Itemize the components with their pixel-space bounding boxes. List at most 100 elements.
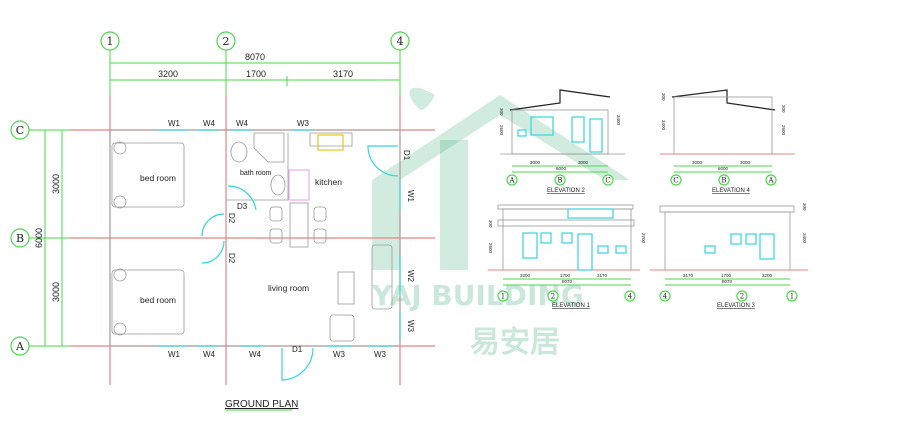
- label-bottom-w3-b: W3: [374, 350, 387, 359]
- elevation-3: 3170 1700 3200 8070 300 3400 4 2 1 ELEVA…: [650, 203, 808, 309]
- dining-table-icon: [289, 202, 309, 248]
- coffee-table-icon: [337, 271, 355, 305]
- label-bottom-w4-b: W4: [249, 350, 262, 359]
- elev3-h2: 3400: [802, 233, 807, 244]
- elev1-h2: 2600: [488, 243, 493, 254]
- watermark-house-icon: [372, 95, 630, 270]
- furniture: [111, 132, 393, 342]
- elev4-h3: 2600: [781, 125, 786, 136]
- grid-bubbles: 1 2 4 C B A: [10, 31, 410, 356]
- room-label-kitchen: kitchen: [315, 177, 342, 187]
- elev3-dim-1: 3170: [683, 273, 694, 278]
- elev2-h3: 3400: [616, 115, 621, 126]
- plan-title: GROUND PLAN: [225, 399, 298, 410]
- door-swing-d2a: [201, 213, 225, 237]
- kitchen-sink-icon: [288, 169, 310, 201]
- label-d3: D3: [237, 202, 248, 211]
- elev3-title: ELEVATION 3: [717, 303, 755, 309]
- bed-icon: [111, 142, 185, 208]
- grid-col-4: 4: [397, 35, 404, 48]
- elev4-title: ELEVATION 4: [712, 188, 750, 194]
- watermark-bar: [440, 140, 468, 270]
- elev1-h1: 300: [488, 220, 493, 228]
- elev4-axis-c: C: [673, 177, 678, 185]
- elev2-h1: 300: [499, 108, 504, 116]
- door-swing-d2b: [201, 240, 225, 264]
- room-label-bedroom-1: bed room: [140, 173, 176, 183]
- watermark-leaf-icon: [409, 87, 435, 110]
- shower-icon: [253, 132, 285, 163]
- elev3-dim-3: 3200: [762, 273, 773, 278]
- grid-row-a: A: [15, 340, 25, 353]
- elevation-4: 3000 3000 6000 300 3400 2600 300 C B A E…: [660, 89, 795, 194]
- grid-row-b: B: [16, 232, 24, 245]
- elevation-1: 3200 1700 3170 8070 300 2600 3700 1 2 4 …: [488, 204, 646, 309]
- sink-icon: [270, 174, 286, 196]
- grid-row-c: C: [16, 124, 24, 137]
- elev3-dim-2: 1700: [721, 273, 732, 278]
- door-swing-d3: [227, 185, 257, 211]
- elev3-axis-2: 2: [740, 293, 744, 301]
- elev3-total: 8070: [722, 279, 733, 284]
- elev2-total: 6000: [556, 166, 567, 171]
- dim-depth-2: 3000: [51, 282, 61, 302]
- label-top-w4-b: W4: [236, 119, 249, 128]
- stove-icon: [317, 134, 344, 151]
- elev1-axis-1: 1: [501, 293, 505, 301]
- elev2-dim-2: 3000: [578, 160, 589, 165]
- windows: [157, 129, 401, 381]
- elev1-axis-2: 2: [551, 293, 555, 301]
- elev2-h2: 2600: [499, 125, 504, 136]
- label-right-w3: W3: [406, 320, 415, 333]
- elevation-2: 3000 3000 6000 300 2600 3400 A B C ELEVA…: [499, 89, 625, 194]
- elev1-dim-1: 3200: [520, 273, 531, 278]
- dim-depth-1: 3000: [51, 174, 61, 194]
- dim-total-depth: 6000: [34, 228, 44, 248]
- label-bottom-d1: D1: [292, 345, 303, 354]
- label-right-w1: W1: [406, 190, 415, 203]
- elev1-dim-3: 3170: [597, 273, 608, 278]
- elev4-axis-a: A: [767, 177, 774, 185]
- label-bottom-w3: W3: [333, 350, 346, 359]
- elev4-h1: 300: [661, 93, 666, 101]
- label-d2-b: D2: [227, 253, 236, 264]
- elev4-total: 6000: [718, 166, 729, 171]
- elev2-dim-1: 3000: [530, 160, 541, 165]
- elev1-h3: 3700: [641, 233, 646, 244]
- door-swing-d1: [367, 145, 399, 177]
- elev3-h1: 300: [802, 203, 807, 211]
- room-label-bathroom: bath room: [240, 170, 272, 177]
- watermark-logo: YAJ BUILDING 易安居: [371, 87, 630, 360]
- label-d2-a: D2: [227, 213, 236, 224]
- grid-col-1: 1: [107, 35, 114, 48]
- label-bottom-w4: W4: [203, 350, 216, 359]
- elev3-axis-1: 1: [790, 293, 794, 301]
- watermark-chinese: 易安居: [470, 325, 560, 360]
- dim-total-width: 8070: [245, 52, 265, 62]
- elev4-axis-b: B: [721, 177, 726, 185]
- elev4-dim-2: 3000: [740, 160, 751, 165]
- armchair-icon: [329, 314, 355, 342]
- elev2-axis-a: A: [508, 177, 515, 185]
- room-label-bedroom-2: bed room: [140, 295, 176, 305]
- toilet-icon: [230, 141, 248, 163]
- label-top-w3: W3: [297, 119, 310, 128]
- dim-width-3: 3170: [333, 69, 353, 79]
- label-right-w2: W2: [406, 270, 415, 283]
- elev1-axis-4: 4: [628, 293, 633, 301]
- bed-icon: [111, 269, 185, 335]
- elev2-title: ELEVATION 2: [547, 188, 585, 194]
- label-top-w1: W1: [168, 119, 181, 128]
- room-label-living: living room: [268, 283, 309, 293]
- elev3-axis-4: 4: [663, 293, 668, 301]
- elev4-h4: 300: [781, 105, 786, 113]
- elev2-axis-c: C: [605, 177, 610, 185]
- dim-width-1: 3200: [158, 69, 178, 79]
- label-bottom-w1: W1: [168, 350, 181, 359]
- sofa-icon: [371, 244, 393, 310]
- label-top-w4: W4: [203, 119, 216, 128]
- grid-col-2: 2: [223, 35, 230, 48]
- grid-lines: [28, 50, 401, 347]
